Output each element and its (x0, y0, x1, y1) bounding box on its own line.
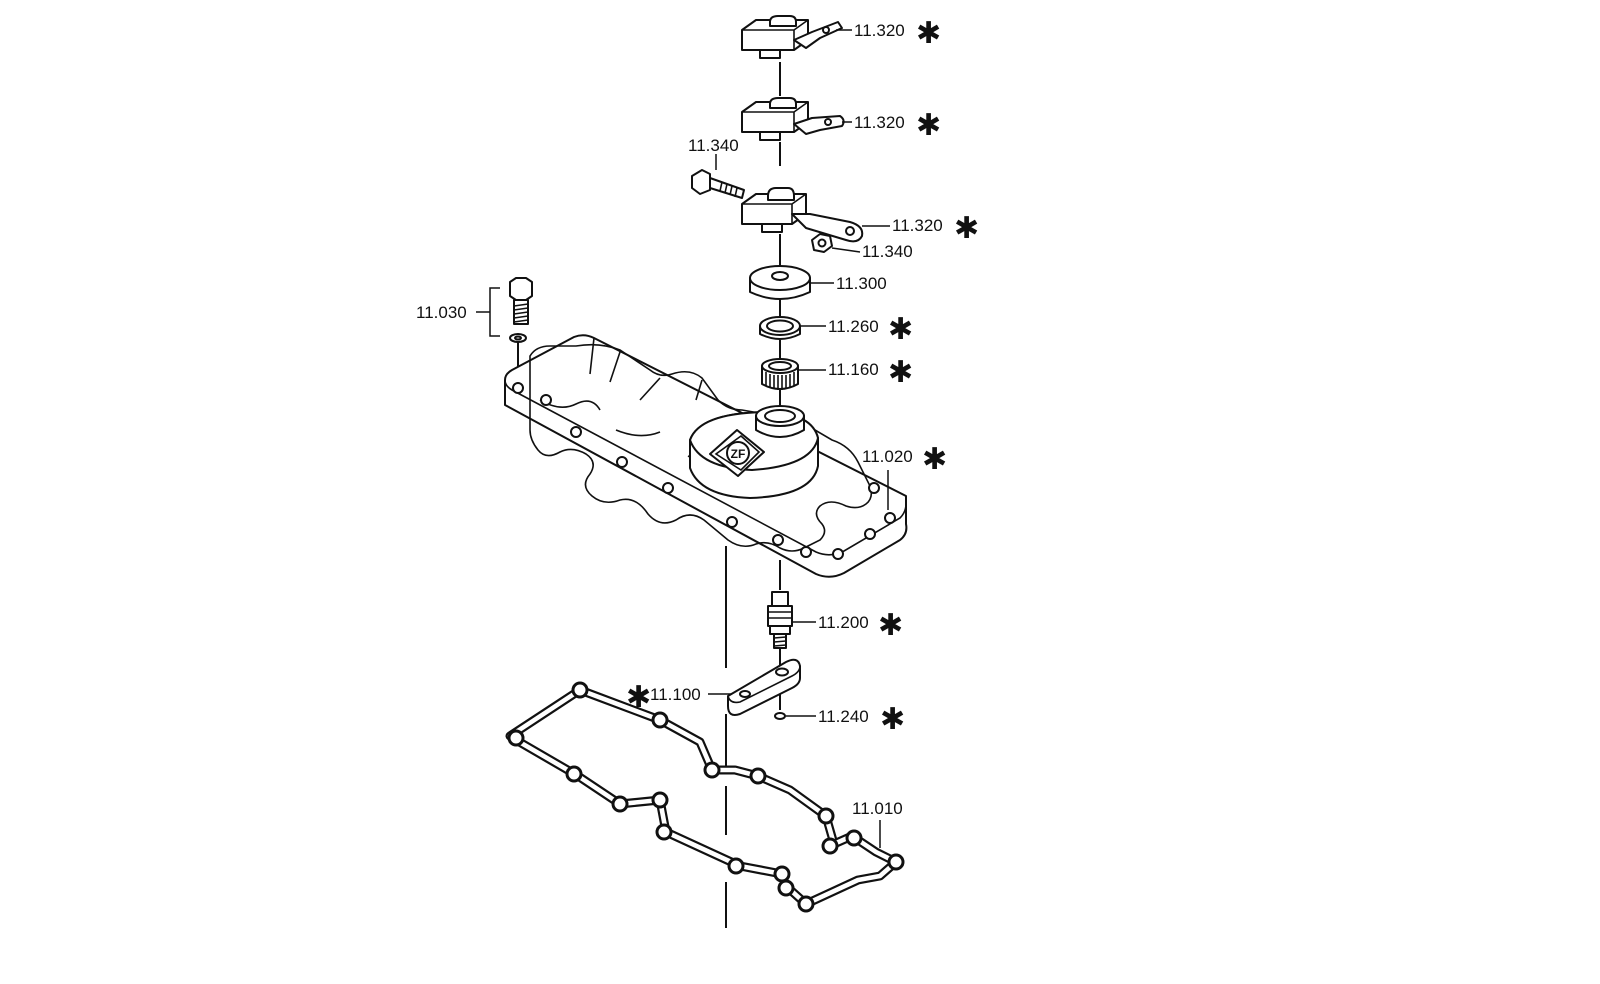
star-marker: ✱ (888, 312, 913, 347)
gasket-ring (845, 829, 863, 847)
bolt-washer (509, 277, 533, 343)
gasket-ring (651, 791, 669, 809)
label-circlip: 11.240 (818, 707, 869, 726)
cover-plate: ZF (504, 334, 908, 578)
mounting-holes (512, 382, 896, 560)
gasket-ring (777, 879, 795, 897)
gasket-ring (571, 681, 589, 699)
gasket-ring (507, 729, 525, 747)
seal-ring (759, 316, 801, 340)
label-bracket-lower: 11.320 (892, 216, 943, 235)
star-marker: ✱ (880, 702, 905, 737)
bolt-hole (772, 534, 784, 546)
bolt-hole (616, 456, 628, 468)
raised-boss: ZF (689, 405, 819, 499)
bolt-hole (512, 382, 524, 394)
leader-lines (476, 29, 890, 848)
gasket-ring (703, 761, 721, 779)
zf-logo: ZF (709, 429, 765, 477)
nut-lever (811, 233, 833, 253)
label-sensor: 11.200 (818, 613, 869, 632)
label-needle-bearing: 11.160 (828, 360, 879, 379)
label-bracket-middle: 11.320 (854, 113, 905, 132)
bracket-top (741, 15, 843, 59)
label-gasket: 11.010 (852, 799, 903, 818)
needle-bearing (761, 358, 799, 390)
gasket-ring (821, 837, 839, 855)
bracket-middle (741, 97, 845, 141)
gasket-ring (797, 895, 815, 913)
bolt-hole (540, 394, 552, 406)
gasket-bolt-rings (507, 681, 905, 913)
bolt-hole (662, 482, 674, 494)
gasket-ring (817, 807, 835, 825)
label-lever-plate: 11.100 (650, 685, 701, 704)
label-bolt-lever: 11.340 (688, 136, 739, 155)
bracket-lower (741, 187, 864, 243)
star-marker: ✱ (916, 16, 941, 51)
lever-plate (727, 658, 801, 716)
bolt-hole (832, 548, 844, 560)
label-bracket-top: 11.320 (854, 21, 905, 40)
bolt-hole (864, 528, 876, 540)
gasket-ring (727, 857, 745, 875)
sensor (767, 591, 793, 649)
label-nut-lever: 11.340 (862, 242, 913, 261)
star-marker: ✱ (954, 211, 979, 246)
star-marker: ✱ (922, 442, 947, 477)
bolt-hole (570, 426, 582, 438)
bolt-hole (800, 546, 812, 558)
star-marker: ✱ (626, 680, 651, 715)
bolt-hole (726, 516, 738, 528)
part-labels: 11.320 ✱ 11.320 ✱ 11.340 11.320 ✱ 11.340… (416, 16, 979, 818)
gasket-ring (887, 853, 905, 871)
gasket-ring (773, 865, 791, 883)
label-seal-ring: 11.260 (828, 317, 879, 336)
gasket (505, 681, 905, 913)
gasket-ring (655, 823, 673, 841)
logo-text: ZF (731, 447, 746, 461)
gasket-ring (611, 795, 629, 813)
bolt-hole (868, 482, 880, 494)
label-cover: 11.020 (862, 447, 913, 466)
cap-disc (749, 265, 811, 300)
bolt-hole (884, 512, 896, 524)
star-marker: ✱ (878, 608, 903, 643)
star-marker: ✱ (888, 355, 913, 390)
label-cap-disc: 11.300 (836, 274, 887, 293)
gasket-ring (565, 765, 583, 783)
star-marker: ✱ (916, 108, 941, 143)
circlip (774, 712, 786, 720)
gasket-ring (651, 711, 669, 729)
bolt-lever (691, 169, 745, 199)
gasket-ring (749, 767, 767, 785)
label-bolt-washer: 11.030 (416, 303, 467, 322)
